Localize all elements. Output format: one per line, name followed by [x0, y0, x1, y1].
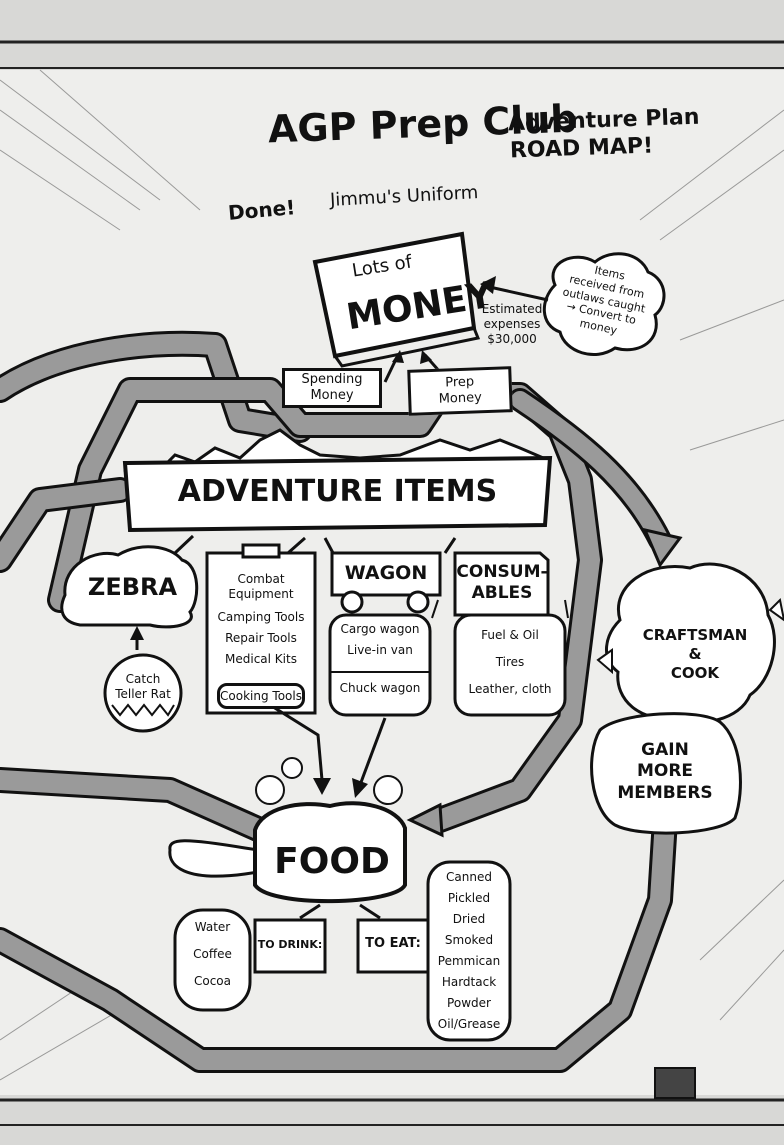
page-subtitle-2: ROAD MAP! [509, 133, 654, 164]
eat-item: Smoked [444, 933, 494, 947]
catch-teller-rat-text: Catch Teller Rat [108, 672, 178, 702]
equipment-item: Repair Tools [225, 631, 297, 645]
members-line: GAIN [641, 740, 689, 760]
consumable-item: Tires [495, 655, 525, 669]
craftsman-cook-blob [604, 562, 776, 724]
wagon-shape [330, 551, 442, 597]
eat-item: Dried [452, 912, 486, 926]
items-received-cloud [542, 252, 666, 357]
gain-members-blob [590, 712, 742, 835]
drink-item: Water [194, 920, 231, 934]
cooking-tools-box: Cooking Tools [217, 683, 305, 709]
equipment-list: Combat Equipment Camping Tools Repair To… [210, 572, 312, 667]
spending-money-line: Money [310, 388, 354, 403]
catch-line: Catch [125, 672, 161, 686]
drink-list: Water Coffee Cocoa [177, 920, 248, 989]
to-eat-tag [356, 918, 430, 974]
teller-rat-shape [103, 653, 183, 733]
to-drink-tag [253, 918, 327, 974]
eat-item: Canned [446, 870, 492, 884]
wagon-label: WAGON [344, 562, 428, 584]
drink-item: Coffee [193, 947, 232, 961]
food-label: FOOD [274, 841, 390, 882]
consumables-label-line: CONSUM- [456, 562, 548, 582]
food-pan [253, 801, 407, 904]
eat-list: Canned Pickled Dried Smoked Pemmican Har… [430, 870, 508, 1032]
consumables-list: Fuel & Oil Tires Leather, cloth [457, 628, 563, 697]
to-eat-label: TO EAT: [365, 936, 421, 951]
to-drink-label: TO DRINK: [257, 938, 323, 951]
estimated-line: expenses [483, 317, 541, 331]
members-line: MORE [636, 761, 694, 782]
estimated-expenses: Estimated expenses $30,000 [478, 302, 546, 347]
wagon-option: Live-in van [347, 643, 413, 657]
prep-money-line: Prep [444, 374, 475, 391]
estimated-line: Estimated [481, 302, 543, 316]
top-border [0, 0, 784, 70]
equipment-item: Equipment [228, 587, 294, 601]
equipment-item: Combat [237, 572, 285, 586]
gain-members-text: GAIN MORE MEMBERS [600, 740, 730, 804]
bottom-border [0, 1095, 784, 1145]
equipment-item: Medical Kits [225, 652, 297, 666]
eat-item: Powder [447, 996, 491, 1010]
consumables-label-line: ABLES [471, 583, 533, 604]
zebra-label: ZEBRA [87, 573, 178, 601]
spending-money-box: Spending Money [282, 368, 382, 408]
wagon-option: Cargo wagon [340, 622, 420, 636]
consumables-can [453, 551, 550, 617]
craftsman-line: & [688, 644, 702, 663]
consumables-list-box [453, 613, 567, 717]
adventure-items-label: ADVENTURE ITEMS [177, 474, 498, 509]
members-line: MEMBERS [617, 782, 713, 803]
consumable-item: Fuel & Oil [481, 628, 539, 642]
equipment-item: Camping Tools [217, 610, 305, 624]
zebra-shape [60, 545, 199, 629]
craftsman-line: COOK [670, 663, 720, 682]
frying-pan-handle [168, 839, 260, 878]
craftsman-cook-text: CRAFTSMAN & COOK [630, 626, 760, 682]
wagon-options-list: Cargo wagon Live-in van [332, 622, 428, 658]
prep-money-box: Prep Money [407, 366, 513, 416]
drink-list-box [173, 908, 252, 1012]
chuck-wagon-label: Chuck wagon [339, 681, 421, 695]
catch-line: Teller Rat [115, 687, 171, 701]
estimated-amount: $30,000 [487, 332, 537, 346]
craftsman-line: CRAFTSMAN [642, 626, 748, 644]
eat-list-box [426, 860, 512, 1042]
eat-item: Pemmican [437, 954, 501, 968]
consumable-item: Leather, cloth [468, 682, 552, 696]
eat-item: Oil/Grease [437, 1017, 501, 1031]
eat-item: Pickled [447, 891, 491, 905]
drink-item: Cocoa [193, 974, 231, 988]
spending-money-line: Spending [301, 371, 363, 387]
prep-money-line: Money [438, 390, 483, 407]
adventure-items-banner [122, 455, 553, 533]
eat-item: Hardtack [441, 975, 497, 989]
consumables-label: CONSUM- ABLES [456, 562, 548, 605]
wagon-options-box [328, 613, 432, 717]
